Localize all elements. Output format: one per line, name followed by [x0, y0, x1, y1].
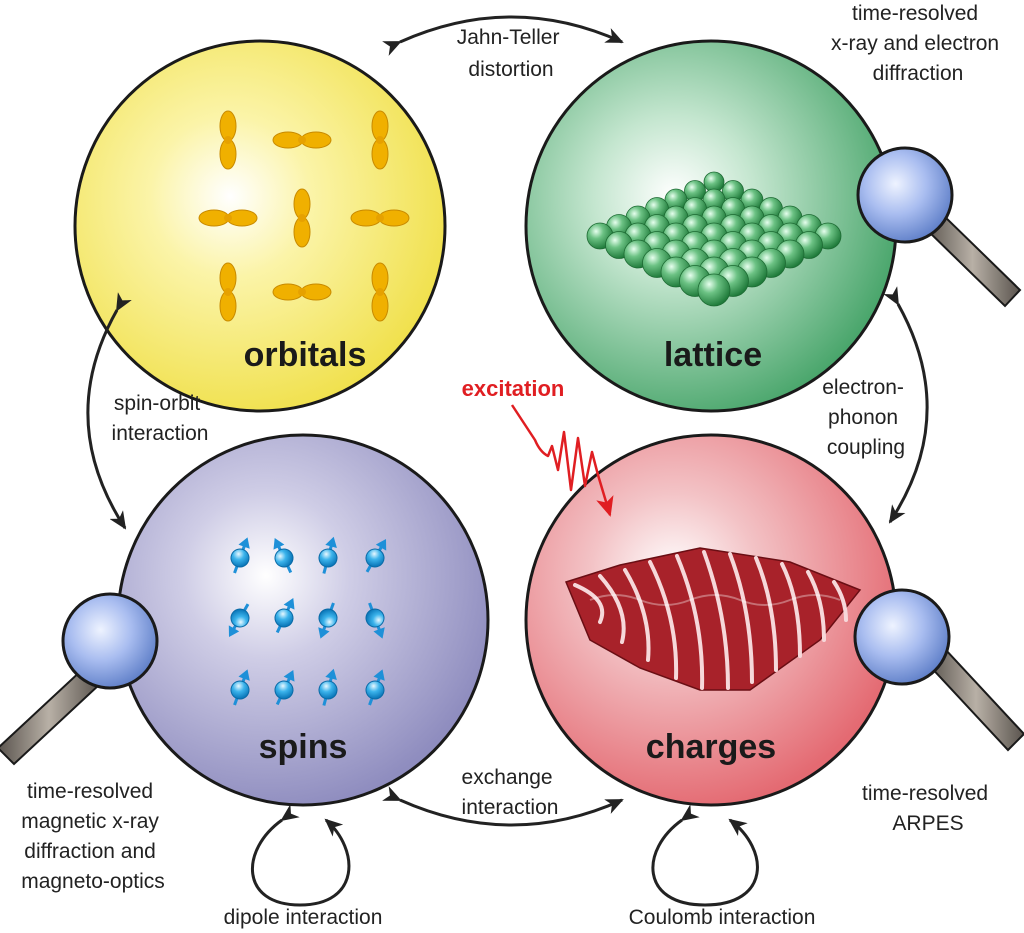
spin-arrow	[274, 598, 295, 634]
orbital-lobe	[371, 262, 389, 322]
spin-arrow	[365, 602, 385, 639]
jahn-teller-arrow	[382, 15, 624, 56]
exchange-arrow	[382, 786, 624, 827]
spin-arrow	[273, 538, 294, 574]
orbitals-label: orbitals	[244, 336, 367, 374]
excitation-wave	[510, 404, 614, 517]
orbital-lobe	[198, 209, 258, 227]
spin-orbit-arrow	[86, 292, 132, 530]
spin-arrow	[230, 669, 250, 706]
orbitals-sphere	[73, 39, 447, 413]
spins-label: spins	[259, 728, 348, 766]
spin-arrows	[228, 536, 387, 706]
arpes-probe-label: time-resolved ARPES	[862, 782, 994, 835]
jahn-teller-label: Jahn-Teller distortion	[457, 26, 566, 81]
orbital-lobe	[219, 262, 237, 322]
spin-arrow	[274, 670, 295, 706]
spin-arrow	[228, 603, 250, 638]
diffraction-probe-label: time-resolved x-ray and electron diffrac…	[831, 2, 1005, 85]
coulomb-label: Coulomb interaction	[629, 906, 816, 929]
spin-arrow	[365, 669, 385, 706]
electron-phonon-arrow	[883, 286, 929, 524]
orbital-lobe	[350, 209, 410, 227]
magnifier-diffraction	[856, 146, 1022, 308]
excitation-label: excitation	[462, 376, 565, 401]
spin-arrow	[365, 538, 387, 573]
spin-arrow	[318, 536, 338, 574]
magnifier-arpes	[853, 588, 1024, 752]
spin-arrow	[230, 537, 250, 574]
lattice-label: lattice	[664, 336, 762, 374]
orbital-lobe	[293, 188, 311, 248]
lattice-balls	[586, 171, 842, 307]
electron-phonon-label: electron- phonon coupling	[822, 376, 910, 459]
orbital-lobe	[371, 110, 389, 170]
lattice-ball	[697, 273, 731, 307]
charge-density-wave	[564, 547, 862, 691]
dipole-arrow	[250, 804, 351, 907]
exchange-label: exchange interaction	[462, 766, 559, 819]
magnifier-magnetic	[0, 592, 159, 766]
spin-arrow	[318, 602, 338, 639]
dipole-label: dipole interaction	[224, 906, 383, 929]
orbital-lobe	[272, 131, 332, 149]
orbital-lobe	[219, 110, 237, 170]
coulomb-arrow	[651, 804, 759, 907]
orbital-lobes	[198, 110, 410, 322]
spin-orbit-label: spin-orbit interaction	[112, 392, 209, 445]
spin-arrow	[318, 668, 338, 706]
orbital-lobe	[272, 283, 332, 301]
charges-label: charges	[646, 728, 776, 766]
magnetic-probe-label: time-resolved magnetic x-ray diffraction…	[21, 780, 165, 893]
